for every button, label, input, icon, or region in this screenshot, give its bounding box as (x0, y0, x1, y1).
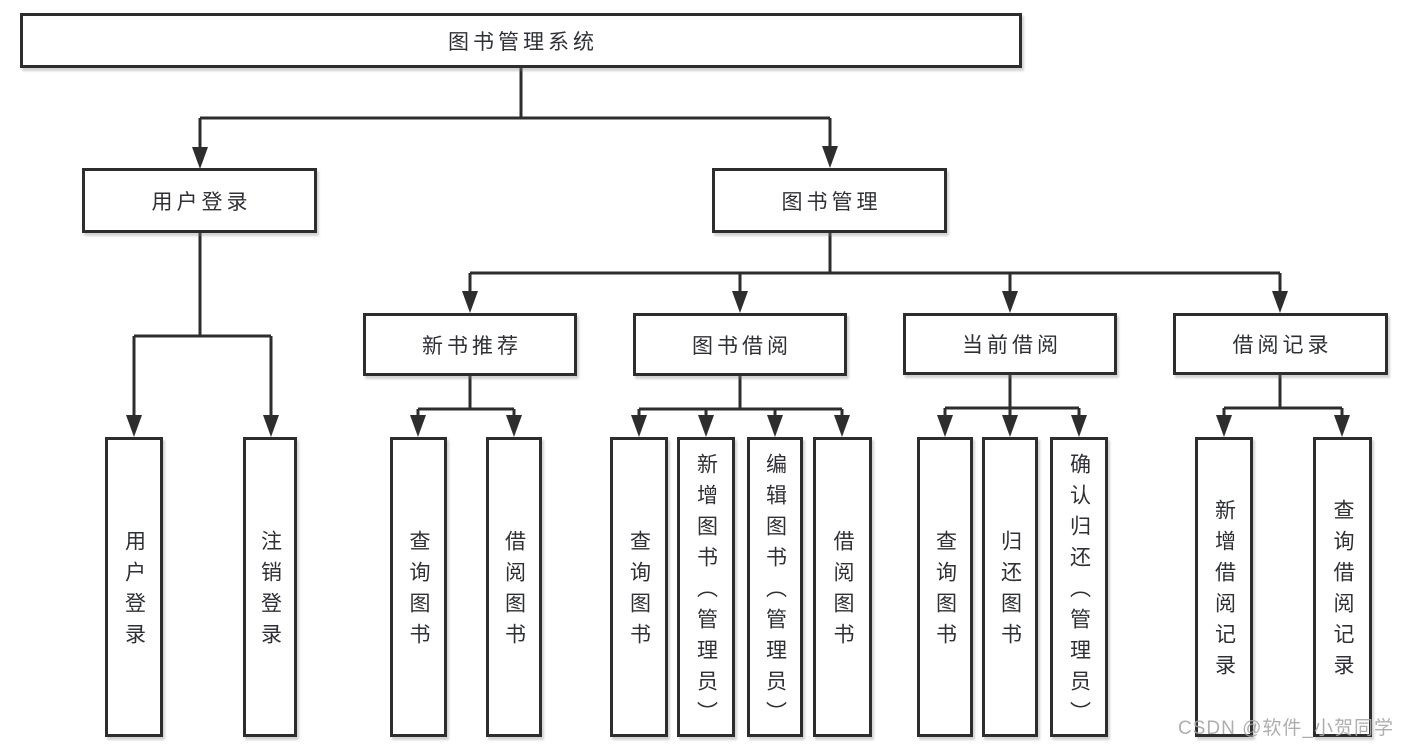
node-user-login-branch-label: 用户登录 (151, 190, 252, 214)
node-bb-add-book: 新增图书（管理员） (677, 437, 735, 737)
node-borrow-record-label: 借阅记录 (1232, 334, 1333, 357)
arrowheads (126, 146, 1350, 437)
node-current-borrow: 当前借阅 (903, 313, 1117, 375)
node-user-login-leaf: 用户登录 (105, 437, 163, 737)
node-logout-leaf-label: 注销登录 (258, 530, 282, 654)
node-nbr-query-book: 查询图书 (390, 437, 447, 737)
node-root: 图书管理系统 (20, 13, 1022, 68)
node-br-add-record-label: 新增借阅记录 (1212, 499, 1236, 685)
node-book-management: 图书管理 (712, 168, 947, 233)
node-nbr-query-book-label: 查询图书 (407, 530, 430, 654)
node-bb-query-book-label: 查询图书 (627, 530, 651, 654)
node-borrow-record: 借阅记录 (1173, 313, 1388, 375)
node-current-borrow-label: 当前借阅 (962, 334, 1062, 357)
node-cb-query-book: 查询图书 (917, 437, 973, 737)
node-bb-edit-book-label: 编辑图书（管理员） (763, 452, 787, 732)
node-cb-confirm-return: 确认归还（管理员） (1050, 437, 1108, 737)
node-nbr-borrow-book: 借阅图书 (486, 437, 542, 737)
node-root-label: 图书管理系统 (448, 30, 598, 54)
node-book-borrow-label: 图书借阅 (692, 334, 792, 358)
node-cb-confirm-return-label: 确认归还（管理员） (1067, 452, 1091, 732)
node-bb-add-book-label: 新增图书（管理员） (694, 452, 718, 732)
node-br-add-record: 新增借阅记录 (1195, 437, 1253, 737)
node-book-management-label: 图书管理 (781, 190, 882, 214)
node-cb-query-book-label: 查询图书 (933, 530, 957, 654)
node-bb-query-book: 查询图书 (610, 437, 668, 737)
node-br-query-record-label: 查询借阅记录 (1331, 499, 1354, 685)
node-user-login-leaf-label: 用户登录 (122, 530, 146, 654)
node-br-query-record: 查询借阅记录 (1313, 437, 1372, 737)
node-user-login-branch: 用户登录 (82, 168, 317, 233)
node-cb-return-book: 归还图书 (982, 437, 1038, 737)
node-new-book-recommend-label: 新书推荐 (422, 334, 522, 358)
node-new-book-recommend: 新书推荐 (363, 313, 577, 376)
node-cb-return-book-label: 归还图书 (998, 530, 1022, 654)
node-bb-edit-book: 编辑图书（管理员） (747, 437, 803, 737)
node-logout-leaf: 注销登录 (243, 437, 297, 737)
node-bb-borrow-book-label: 借阅图书 (831, 530, 854, 654)
csdn-watermark: CSDN @软件_小贺同学 (1178, 718, 1394, 739)
node-nbr-borrow-book-label: 借阅图书 (502, 530, 526, 654)
node-book-borrow: 图书借阅 (633, 313, 847, 376)
node-bb-borrow-book: 借阅图书 (813, 437, 872, 737)
